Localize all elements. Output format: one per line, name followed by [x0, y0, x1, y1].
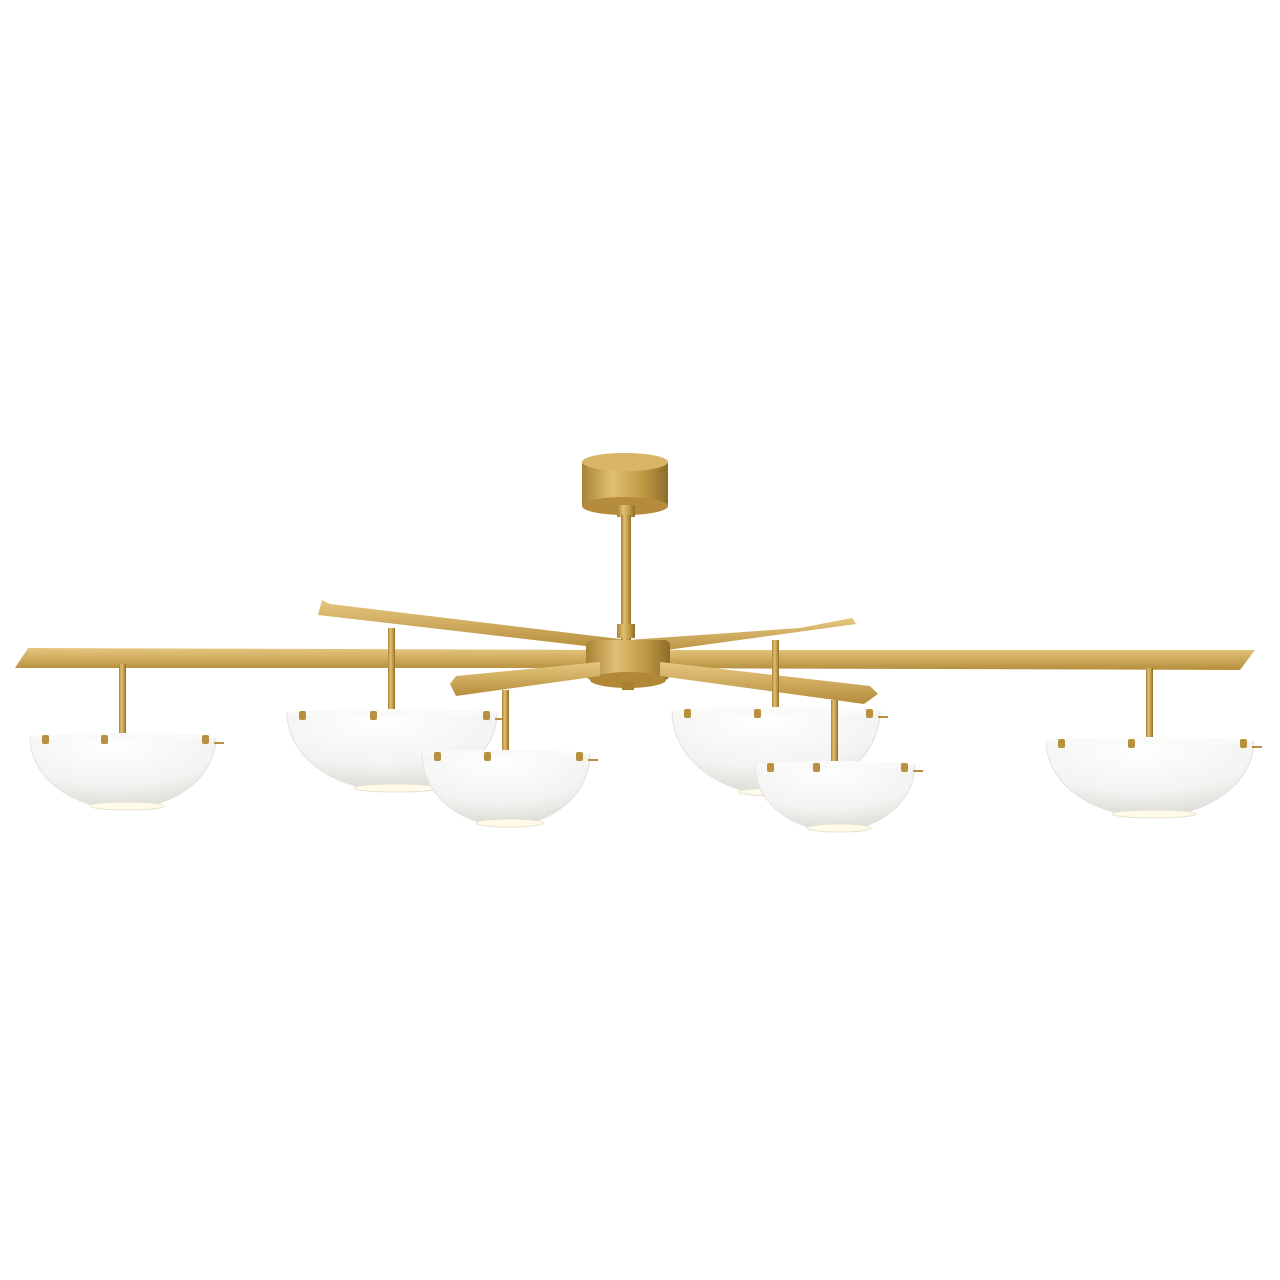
- shade-rim: [30, 733, 216, 741]
- shade-bowl: [421, 753, 591, 827]
- shade-pin: [1252, 746, 1262, 748]
- shade-bracket: [767, 763, 774, 772]
- stem-collar: [617, 624, 635, 638]
- shade-pin: [214, 742, 224, 744]
- shades: [29, 628, 1262, 833]
- arm-front-left: [450, 662, 600, 696]
- shade-bowl: [754, 764, 916, 832]
- shade-bracket: [1240, 739, 1247, 748]
- shade-rim: [1046, 737, 1254, 745]
- shade-bracket: [370, 711, 377, 720]
- canopy-collar: [617, 505, 635, 517]
- shade-diffuser: [806, 823, 872, 833]
- arm-back-right: [628, 618, 856, 655]
- shade-3: [421, 690, 598, 828]
- canopy-top: [582, 453, 668, 471]
- shade-bracket: [484, 752, 491, 761]
- shade-stem: [772, 640, 779, 715]
- shade-1: [29, 664, 224, 811]
- shade-bracket: [1128, 739, 1135, 748]
- hub-bottom: [590, 672, 666, 688]
- shade-stem: [502, 690, 509, 758]
- shade-pin: [878, 716, 888, 718]
- shade-bracket: [866, 709, 873, 718]
- shade-bracket: [813, 763, 820, 772]
- shade-bracket: [684, 709, 691, 718]
- shade-bracket: [483, 711, 490, 720]
- hub-finial: [622, 682, 634, 690]
- shade-bracket: [434, 752, 441, 761]
- shade-stem: [119, 664, 126, 741]
- center-hub: [586, 640, 670, 680]
- shade-bracket: [754, 709, 761, 718]
- shade-diffuser: [353, 783, 439, 793]
- shade-rim: [422, 750, 590, 758]
- shade-rim: [287, 709, 497, 717]
- shade-bracket: [202, 735, 209, 744]
- shade-pin: [913, 770, 923, 772]
- shade-bracket: [42, 735, 49, 744]
- shade-rim: [755, 761, 915, 769]
- shade-pin: [495, 718, 505, 720]
- shade-stem: [1146, 668, 1153, 745]
- shade-bracket: [299, 711, 306, 720]
- shade-6: [1045, 668, 1262, 819]
- shade-5: [754, 700, 923, 833]
- shade-bowl: [1045, 740, 1255, 818]
- shade-stem: [388, 628, 395, 717]
- shade-bracket: [101, 735, 108, 744]
- shade-bracket: [576, 752, 583, 761]
- arm-back-left: [318, 600, 628, 650]
- shade-bowl: [29, 736, 217, 810]
- shade-rim: [672, 707, 880, 715]
- shade-bracket: [1058, 739, 1065, 748]
- shade-diffuser: [1111, 809, 1197, 819]
- shade-stem: [831, 700, 838, 769]
- center-stem: [621, 515, 631, 640]
- shade-bracket: [901, 763, 908, 772]
- shade-diffuser: [475, 818, 545, 828]
- shade-pin: [588, 759, 598, 761]
- shade-diffuser: [89, 801, 165, 811]
- arm-front-right: [660, 662, 878, 704]
